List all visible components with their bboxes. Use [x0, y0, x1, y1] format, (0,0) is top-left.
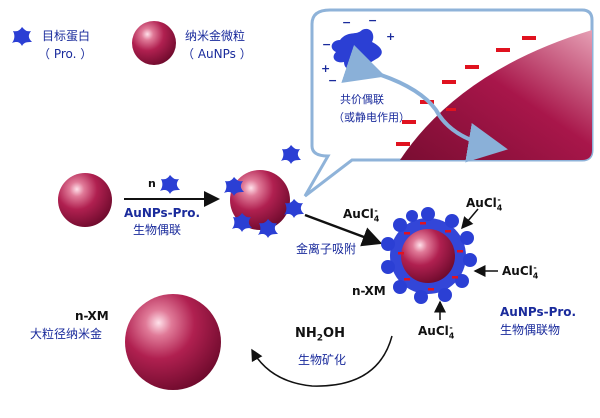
legend-gnp-abbr: （ AuNPs ） [182, 47, 252, 61]
step1-label-2: 生物偶联 [133, 223, 182, 237]
n-xm-right-label: n-XM [352, 284, 386, 298]
svg-text:−: − [322, 38, 331, 51]
legend-protein-icon [12, 27, 32, 46]
svg-text:+: + [366, 68, 375, 81]
step2-label: 金离子吸附 [296, 242, 357, 256]
svg-text:−: − [342, 16, 351, 29]
svg-text:−: − [368, 14, 377, 27]
legend-protein-label: 目标蛋白 [42, 29, 91, 43]
surface-charges [398, 222, 463, 291]
callout-label-1: 共价偶联 [340, 93, 384, 106]
step1-n-label: n [148, 177, 156, 190]
interaction-arrow [341, 44, 508, 163]
legend-protein-abbr: （ Pro. ） [38, 47, 93, 61]
protein-shell-bumps [381, 207, 477, 304]
step3-label: 生物矿化 [298, 353, 347, 367]
svg-text:−: − [328, 74, 337, 87]
step2-arrow [304, 213, 383, 247]
step3-reagent: NH2OH [295, 326, 345, 344]
large-gold-nanoparticle [125, 294, 221, 390]
step2-reagent: AuCl4- [343, 206, 380, 224]
initial-gold-nanoparticle [58, 173, 112, 227]
step1-protein-icon [160, 175, 180, 194]
product-label-1: n-XM [75, 309, 109, 323]
conjugate-label-2: 生物偶联物 [500, 323, 561, 337]
product-label-2: 大粒径纳米金 [30, 327, 103, 341]
svg-text:+: + [321, 62, 330, 75]
aucl4-label-bottom: AuCl4- [418, 323, 455, 341]
legend-gold-nanoparticle-icon [132, 21, 176, 65]
legend-gnp-label: 纳米金微粒 [185, 29, 246, 43]
conjugate-core [401, 229, 455, 283]
callout-label-2: （或静电作用） [333, 111, 410, 124]
aucl4-arrow-top [461, 208, 479, 230]
step3-arrow [251, 335, 393, 387]
svg-text:+: + [386, 30, 395, 43]
conjugated-nanoparticle [230, 170, 290, 230]
aucl4-label-top: AuCl4- [466, 195, 503, 213]
aucl4-label-right: AuCl4- [502, 263, 539, 281]
conjugate-label-1: AuNPs-Pro. [500, 305, 577, 319]
step1-label-1: AuNPs-Pro. [124, 206, 201, 220]
